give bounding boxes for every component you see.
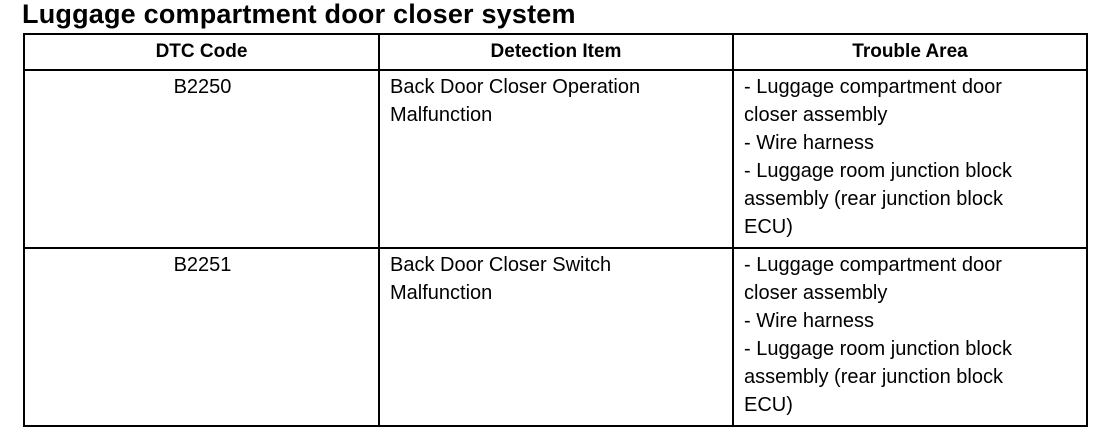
trouble-area-line: - Wire harness <box>744 310 875 332</box>
detection-item-line: Back Door Closer Operation <box>390 76 641 98</box>
page-title: Luggage compartment door closer system <box>22 0 576 29</box>
table-row: B2250 Back Door Closer Operation Malfunc… <box>23 69 1088 249</box>
detection-item-cell: Back Door Closer Switch Malfunction <box>378 247 734 427</box>
header-trouble-area: Trouble Area <box>732 33 1088 71</box>
dtc-code: B2250 <box>173 76 232 98</box>
trouble-area-line: - Luggage compartment door <box>744 76 1002 98</box>
trouble-area-cell: - Luggage compartment door closer assemb… <box>732 247 1088 427</box>
detection-item-cell: Back Door Closer Operation Malfunction <box>378 69 734 249</box>
trouble-area-line: ECU) <box>744 216 793 238</box>
trouble-area-line: closer assembly <box>744 282 888 304</box>
trouble-area-line: ECU) <box>744 394 793 416</box>
trouble-area-line: - Wire harness <box>744 132 875 154</box>
detection-item-line: Malfunction <box>390 282 493 304</box>
trouble-area-line: - Luggage room junction block <box>744 338 1012 360</box>
trouble-area-line: - Luggage compartment door <box>744 254 1002 276</box>
trouble-area-line: closer assembly <box>744 104 888 126</box>
trouble-area-line: assembly (rear junction block <box>744 366 1003 388</box>
table-header-row: DTC Code Detection Item Trouble Area <box>23 33 1088 71</box>
header-dtc-code: DTC Code <box>23 33 380 71</box>
header-detection-item: Detection Item <box>378 33 734 71</box>
dtc-code-cell: B2250 <box>23 69 380 249</box>
table-row: B2251 Back Door Closer Switch Malfunctio… <box>23 247 1088 427</box>
dtc-code: B2251 <box>173 254 232 276</box>
dtc-table: DTC Code Detection Item Trouble Area B22… <box>23 33 1088 427</box>
trouble-area-line: assembly (rear junction block <box>744 188 1003 210</box>
trouble-area-cell: - Luggage compartment door closer assemb… <box>732 69 1088 249</box>
trouble-area-line: - Luggage room junction block <box>744 160 1012 182</box>
dtc-code-cell: B2251 <box>23 247 380 427</box>
detection-item-line: Malfunction <box>390 104 493 126</box>
detection-item-line: Back Door Closer Switch <box>390 254 612 276</box>
